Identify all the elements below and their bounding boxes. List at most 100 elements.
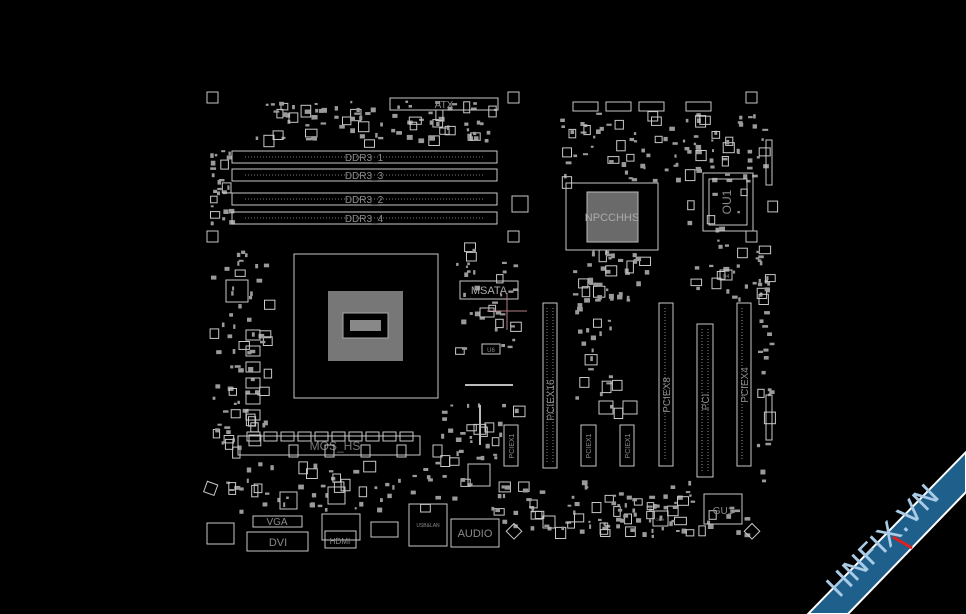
dvi-connector[interactable]: DVI [246,531,309,552]
ddr3-slot-3[interactable]: DDR3_3 [231,168,498,182]
passive-component [472,248,476,253]
passive-component [238,304,242,309]
passive-component [625,272,630,275]
chip[interactable] [511,195,529,213]
passive-component [365,112,371,115]
ouh-chip[interactable]: OUH [652,510,669,527]
mosfet [246,431,261,442]
component[interactable] [479,307,495,318]
q4-chip[interactable] [719,269,733,281]
pciex8-slot[interactable]: PCIEX8 [658,302,674,467]
msata-connector[interactable]: MSATA [459,280,519,300]
gu1-chip[interactable]: GU1 [703,493,743,525]
passive-component [522,488,529,493]
passive-component [567,504,572,507]
passive-component [265,103,269,106]
passive-component [265,492,270,495]
header-connector[interactable] [765,394,773,441]
passive-component [717,239,720,242]
fan-header[interactable] [638,101,665,112]
audio-connector[interactable]: AUDIO [450,518,500,548]
u6-chip[interactable] [481,343,501,355]
passive-component [593,318,602,328]
passive-component [722,157,728,161]
passive-component [595,298,601,302]
passive-component [219,179,225,182]
chip[interactable] [542,515,556,529]
passive-component [239,487,244,491]
passive-component [711,139,714,142]
passive-component [228,388,237,396]
hdmi-connector[interactable]: HDMI [321,513,361,549]
passive-component [354,507,357,510]
passive-component [224,438,234,450]
passive-component [624,170,628,175]
usb-connector[interactable] [370,521,399,538]
pch-chip[interactable]: NPCCHHS [565,182,659,251]
passive-component [738,297,741,302]
passive-component [504,485,510,490]
mounting-holes [206,91,758,243]
pciex4-slot[interactable]: PCIEX4 [736,302,752,467]
ddr3-slot-2[interactable]: DDR3_2 [231,192,498,206]
passive-component [744,284,748,289]
fan-header[interactable] [685,101,712,112]
chip[interactable] [279,491,298,510]
passive-component [226,155,232,160]
passive-component [695,150,707,162]
ou1-chip[interactable]: OU1 [702,172,754,232]
passive-component [599,392,603,397]
pciex1-slot-c[interactable]: PCIEX1 [619,424,635,467]
passive-component [214,153,218,157]
passive-component [606,253,612,257]
fan-header[interactable] [572,101,599,112]
mos-heatsink[interactable]: MOS_HS [237,435,421,456]
ddr3-slot-4[interactable]: DDR3_4 [231,211,498,225]
passive-component [651,528,654,533]
chip[interactable] [327,486,346,505]
passive-component [491,437,500,447]
pciex1-slot-a[interactable]: PCIEX1 [503,424,519,467]
component[interactable] [622,400,638,415]
passive-component [611,253,615,259]
passive-component [757,282,763,287]
ddr3-slot-1[interactable]: DDR3_1 [231,150,498,164]
passive-component [320,484,326,488]
watermark-text: HNFIX.VN [820,478,947,605]
passive-component [217,423,222,426]
mosfet [245,345,261,357]
passive-component [711,131,721,139]
component [203,480,219,497]
cpu-socket[interactable] [293,253,439,399]
passive-component [272,130,284,140]
passive-component [737,121,743,124]
component[interactable] [598,400,614,415]
chip[interactable] [225,279,249,303]
passive-component [642,532,647,537]
atx-connector[interactable]: ATX [389,97,499,111]
pciex16-slot[interactable]: PCIEX16 [542,302,558,469]
usb-lan-connector[interactable]: USB&LAN [408,503,448,547]
passive-component [228,489,235,491]
passive-component [263,368,273,379]
passive-component [623,514,629,518]
vga-connector[interactable]: VGA [252,515,303,528]
header-connector[interactable] [765,139,773,186]
super-io-chip[interactable] [467,463,491,487]
fan-header[interactable] [605,101,632,112]
passive-component [659,515,663,521]
passive-component [599,522,609,535]
pciex1-slot-b[interactable]: PCIEX1 [580,424,597,467]
passive-component [375,132,378,138]
passive-component [696,286,700,291]
passive-component [480,455,485,461]
passive-component [298,484,304,490]
passive-component [452,496,458,501]
ps2-connector[interactable] [206,522,235,545]
passive-component [603,522,606,526]
passive-component [461,319,467,325]
pci-slot[interactable]: PCI [696,323,714,478]
passive-component [531,508,535,513]
passive-component [597,295,602,300]
